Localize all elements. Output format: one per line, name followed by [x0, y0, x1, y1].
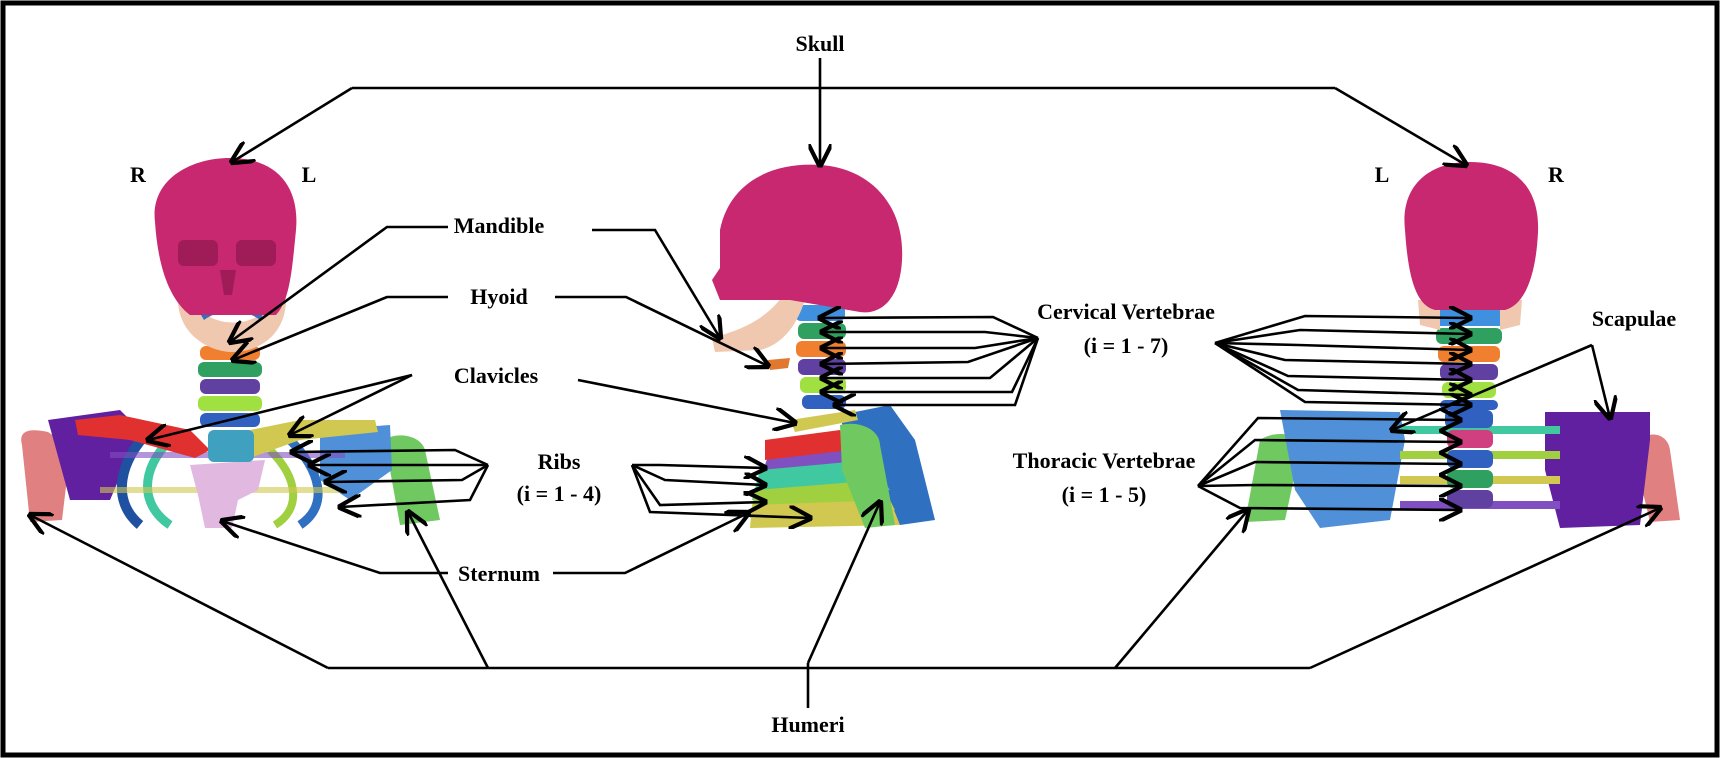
sternum-label: Sternum — [458, 561, 540, 586]
cervical-range-label: (i = 1 - 7) — [1083, 333, 1169, 358]
leader-lines — [30, 58, 1660, 708]
clavicles-line-a — [148, 373, 413, 440]
back-view-right-marker: R — [1548, 162, 1564, 187]
mandible-line-right — [592, 228, 720, 338]
back-vertebra-4 — [1440, 364, 1498, 380]
thoracic-fan-5 — [1197, 484, 1460, 510]
clavicles-line-c — [577, 378, 795, 423]
front-orbit-right — [178, 240, 218, 266]
mandible-label: Mandible — [453, 213, 545, 238]
side-rib-5 — [765, 430, 850, 460]
cervical-fan-right-6 — [1214, 341, 1470, 395]
front-orbit-left — [236, 240, 276, 266]
thoracic-vertebrae-label: Thoracic Vertebrae — [1012, 448, 1196, 473]
sternum-line-right — [553, 513, 748, 575]
front-nasal — [220, 270, 236, 295]
ribs-range-label: (i = 1 - 4) — [516, 481, 602, 506]
cervical-fan-right-2 — [1214, 330, 1470, 343]
clavicles-label: Clavicles — [453, 363, 539, 388]
front-clavicle-left — [240, 420, 378, 458]
back-thoracic-3 — [1447, 450, 1493, 468]
front-vertebra-7 — [208, 430, 254, 462]
ribs-fan-side-1 — [632, 465, 765, 468]
front-vertebra-5 — [198, 396, 262, 411]
front-view-skeleton — [21, 158, 440, 529]
hyoid-line-left — [233, 295, 448, 360]
side-hyoid — [768, 358, 790, 370]
back-thoracic-2 — [1447, 430, 1493, 448]
humeri-arrow-back-left — [1114, 510, 1248, 669]
front-vertebra-3 — [198, 362, 262, 377]
mandible-line-left — [230, 225, 448, 342]
humeri-arrow-front-left — [408, 512, 490, 669]
cervical-fan-right-4 — [1214, 341, 1470, 364]
front-clavicle-right — [75, 415, 210, 458]
side-vertebra-4 — [798, 359, 846, 375]
ribs-label: Ribs — [537, 449, 581, 474]
front-view-left-marker: L — [301, 162, 317, 187]
thoracic-fan-3 — [1197, 462, 1460, 488]
clavicles-line-b — [290, 373, 413, 435]
sternum-line-left — [222, 521, 448, 575]
side-view-skeleton — [712, 164, 935, 528]
ribs-fan-side-4 — [630, 464, 810, 518]
side-vertebra-6 — [802, 395, 846, 409]
humeri-arrow-front-right — [30, 515, 329, 670]
back-vertebra-2 — [1436, 328, 1502, 344]
cervical-vertebrae-label: Cervical Vertebrae — [1037, 299, 1215, 324]
cervical-fan-left-1 — [820, 317, 1039, 340]
skull-label: Skull — [795, 31, 845, 56]
front-rib-2 — [143, 436, 174, 529]
back-view-left-marker: L — [1374, 162, 1390, 187]
back-skull — [1404, 162, 1539, 310]
thoracic-range-label: (i = 1 - 5) — [1061, 482, 1147, 507]
humeri-arrow-back-right — [1309, 508, 1660, 670]
front-view-right-marker: R — [130, 162, 146, 187]
humeri-label: Humeri — [771, 712, 845, 737]
ribs-fan-front-1 — [292, 450, 489, 467]
back-view-skeleton — [1245, 162, 1680, 528]
thoracic-fan-4 — [1197, 485, 1460, 486]
front-rib-4 — [267, 447, 298, 529]
scapulae-arrow-b — [1590, 344, 1610, 418]
side-mandible — [712, 285, 805, 352]
front-skull — [154, 158, 297, 315]
cervical-fan-right-7 — [1214, 341, 1470, 405]
front-humerus-right — [21, 430, 68, 522]
side-skull — [712, 164, 903, 313]
skull-arrow-front — [232, 86, 353, 162]
ribs-fan-side-2 — [631, 463, 765, 485]
front-vertebra-4 — [200, 379, 260, 394]
cervical-fan-left-3 — [822, 338, 1039, 348]
hyoid-line-right — [555, 295, 768, 366]
ribs-fan-front-3 — [326, 463, 489, 482]
cervical-fan-right-5 — [1214, 341, 1470, 380]
front-sternum — [190, 460, 265, 528]
humeri-arrow-side — [806, 502, 880, 664]
cervical-fan-right-1 — [1214, 316, 1470, 345]
scapulae-arrow-a — [1392, 343, 1593, 430]
skull-arrow-back — [1334, 86, 1466, 165]
ribs-fan-front-4 — [340, 464, 490, 507]
cervical-fan-left-5 — [822, 337, 1039, 378]
side-vertebra-5 — [800, 377, 846, 393]
cervical-fan-left-4 — [822, 336, 1039, 364]
ribs-fan-side-3 — [630, 464, 765, 505]
cervical-fan-right-3 — [1214, 343, 1470, 350]
back-scapula-right — [1545, 412, 1650, 528]
scapulae-label: Scapulae — [1591, 306, 1677, 331]
cervical-fan-left-7 — [835, 337, 1040, 405]
hyoid-label: Hyoid — [470, 284, 528, 309]
back-humerus-right — [1640, 434, 1680, 522]
cervical-fan-left-2 — [822, 332, 1039, 338]
back-thoracic-5 — [1447, 490, 1493, 508]
cervical-fan-left-6 — [822, 337, 1040, 392]
thoracic-fan-2 — [1197, 440, 1460, 488]
back-humerus-left — [1245, 434, 1300, 522]
